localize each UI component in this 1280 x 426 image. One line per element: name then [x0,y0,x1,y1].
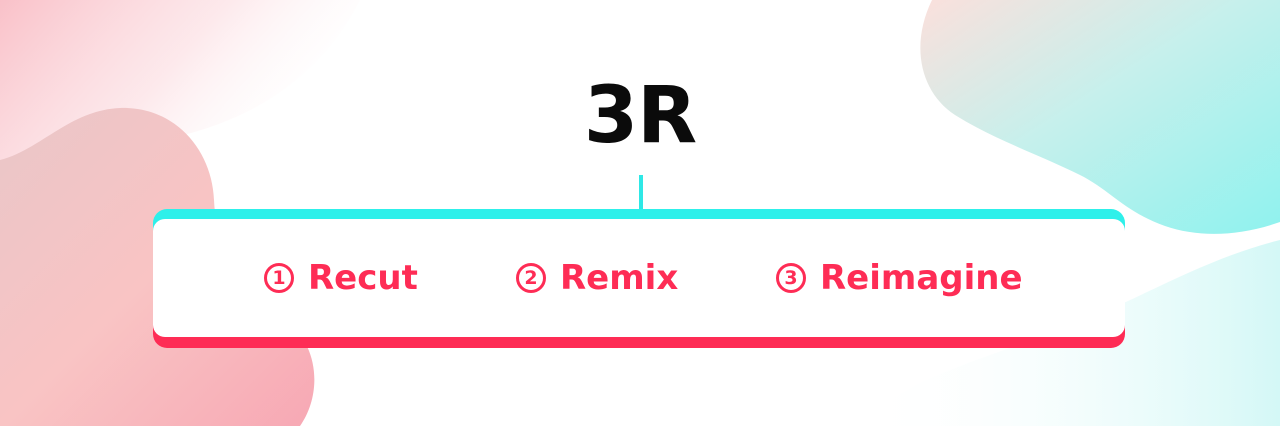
step-reimagine: 3 Reimagine [776,219,1023,337]
steps-box-inner: 1 Recut 2 Remix 3 Reimagine [153,219,1125,337]
step-label: Remix [560,258,679,298]
step-remix: 2 Remix [516,219,678,337]
step-number-badge: 2 [516,263,546,293]
step-label: Reimagine [820,258,1023,298]
connector-line [639,175,643,213]
steps-box: 1 Recut 2 Remix 3 Reimagine [153,209,1125,348]
step-label: Recut [308,258,418,298]
step-number-badge: 3 [776,263,806,293]
page-title: 3R [583,71,697,161]
step-number-badge: 1 [264,263,294,293]
step-recut: 1 Recut [264,219,418,337]
